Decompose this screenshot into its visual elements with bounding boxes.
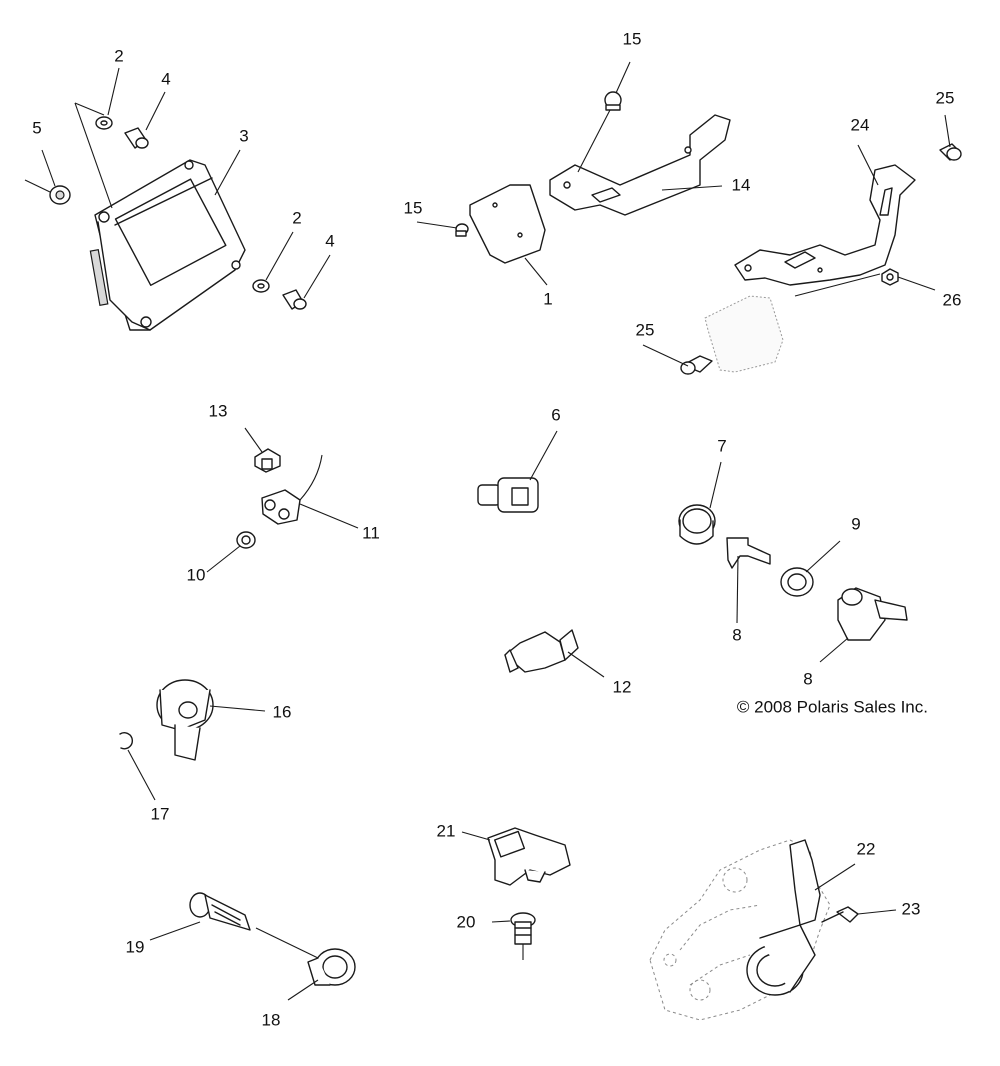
washer-2-lower xyxy=(252,279,270,293)
callout-13: 13 xyxy=(209,401,228,420)
callout-15-left: 15 xyxy=(404,198,423,217)
bolt-4-lower xyxy=(282,289,307,310)
copyright-notice: © 2008 Polaris Sales Inc. xyxy=(737,697,928,716)
sensor-6-part xyxy=(477,477,539,513)
callout-6: 6 xyxy=(551,405,560,424)
throttle-body-22-part xyxy=(746,839,821,996)
grommet-18 xyxy=(307,948,356,986)
callout-22: 22 xyxy=(857,839,876,858)
sensor-12-part xyxy=(504,629,579,673)
callout-20: 20 xyxy=(457,912,476,931)
callout-19: 19 xyxy=(126,937,145,956)
callout-25-lower: 25 xyxy=(636,320,655,339)
screw-15-top xyxy=(604,91,622,111)
callout-17: 17 xyxy=(151,804,170,823)
cap-7 xyxy=(678,504,716,545)
sensor-19-part xyxy=(189,892,251,931)
cover-1-part xyxy=(469,184,546,264)
grommet-5 xyxy=(49,185,71,205)
bolt-23 xyxy=(821,906,859,923)
callout-15-top: 15 xyxy=(623,29,642,48)
callout-26: 26 xyxy=(943,290,962,309)
callout-24: 24 xyxy=(851,115,870,134)
callout-8-upper: 8 xyxy=(732,625,741,644)
callout-1: 1 xyxy=(543,289,552,308)
callout-23: 23 xyxy=(902,899,921,918)
bolt-4-upper xyxy=(124,127,149,149)
callout-10: 10 xyxy=(187,565,206,584)
callout-9: 9 xyxy=(851,514,860,533)
washer-2-upper xyxy=(95,116,113,130)
callout-21: 21 xyxy=(437,821,456,840)
knock-sensor-16-part xyxy=(156,679,214,761)
callout-11: 11 xyxy=(362,523,380,542)
callout-7: 7 xyxy=(717,436,726,455)
callout-labels: 1 2 2 3 4 4 5 6 7 8 8 9 10 11 12 13 14 1… xyxy=(32,29,961,1029)
callout-3: 3 xyxy=(239,126,248,145)
screw-15-left xyxy=(455,223,469,237)
fastener-25-top xyxy=(939,143,962,161)
callout-18: 18 xyxy=(262,1010,281,1029)
clip-8-upper xyxy=(726,537,771,569)
bracket-14-part xyxy=(549,114,731,216)
nut-26 xyxy=(881,268,899,286)
ghost-cover-part xyxy=(704,295,784,373)
clip-17 xyxy=(119,732,134,750)
ecu-module-part xyxy=(89,159,246,331)
seal-9 xyxy=(780,567,814,597)
throttle-body-ghost xyxy=(649,839,831,1021)
callout-25-top: 25 xyxy=(936,88,955,107)
bolt-13 xyxy=(254,448,281,473)
callout-14: 14 xyxy=(732,175,751,194)
sensor-8-lower xyxy=(837,587,908,641)
callout-2-lower: 2 xyxy=(292,208,301,227)
fitting-20 xyxy=(510,912,536,945)
callout-12: 12 xyxy=(613,677,632,696)
callout-5: 5 xyxy=(32,118,41,137)
plug-10 xyxy=(236,531,256,549)
fastener-25-lower xyxy=(680,355,713,375)
callout-4-lower: 4 xyxy=(325,231,334,250)
sensor-11-part xyxy=(261,454,323,525)
callout-4-upper: 4 xyxy=(161,69,170,88)
callout-2-upper: 2 xyxy=(114,46,123,65)
leader-lines xyxy=(24,61,951,1001)
callout-16: 16 xyxy=(273,702,292,721)
bracket-24-part xyxy=(734,164,916,286)
callout-8-lower: 8 xyxy=(803,669,812,688)
map-sensor-21-part xyxy=(487,827,571,886)
